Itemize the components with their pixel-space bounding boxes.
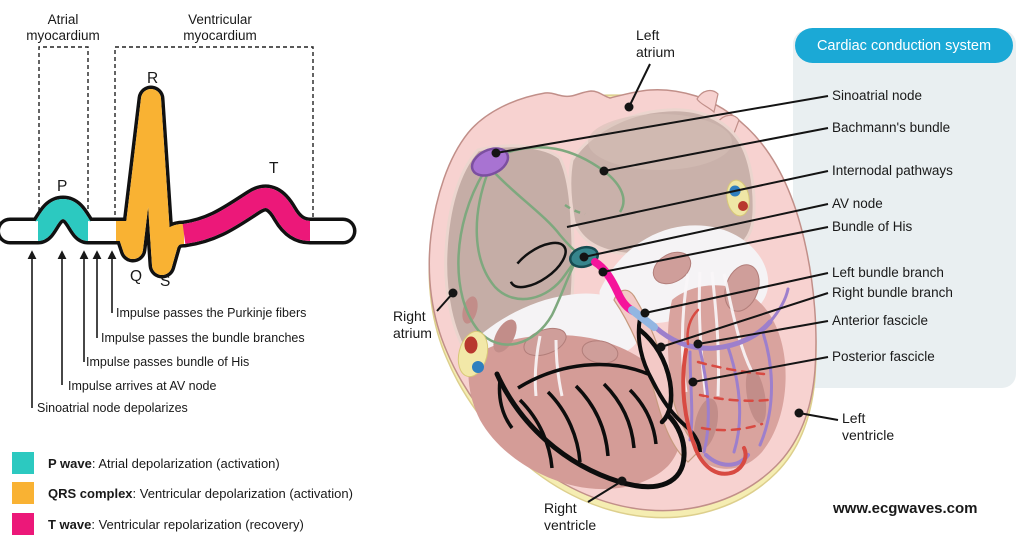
av-region-outline xyxy=(509,241,567,289)
event-sinoatrial-depolarizes: Sinoatrial node depolarizes xyxy=(37,401,188,415)
av-node-shape xyxy=(569,245,599,269)
label-right-atrium: Right atrium xyxy=(393,308,432,342)
ventricular-myocardium-label: Ventricular myocardium xyxy=(183,12,257,44)
qrs-segment xyxy=(116,89,185,275)
vessel-cross-sections xyxy=(457,179,750,378)
right-bundle-and-trabeculae xyxy=(494,317,702,490)
p-wave-swatch xyxy=(12,452,34,474)
label-left-bundle-branch: Left bundle branch xyxy=(832,265,944,280)
bundle-of-his-shape xyxy=(591,258,637,315)
website-link[interactable]: www.ecgwaves.com xyxy=(833,500,978,517)
event-impulse-bundle-branches: Impulse passes the bundle branches xyxy=(101,331,305,345)
q-wave-label: Q xyxy=(130,268,143,285)
sa-node-shape xyxy=(470,147,510,177)
legend-row-p-wave: P wave: Atrial depolarization (activatio… xyxy=(12,452,280,474)
label-bachmanns-bundle: Bachmann's bundle xyxy=(832,120,951,135)
label-sinoatrial-node: Sinoatrial node xyxy=(832,88,923,103)
label-panel-background xyxy=(793,30,1016,388)
label-left-ventricle: Left ventricle xyxy=(842,410,895,444)
p-wave-label: P xyxy=(57,178,68,195)
epicardial-fat xyxy=(428,94,817,519)
s-wave-label: S xyxy=(160,273,171,290)
t-wave-swatch xyxy=(12,513,34,535)
valve-region xyxy=(462,293,642,371)
qrs-swatch xyxy=(12,482,34,504)
atrial-myocardium-label: Atrial myocardium xyxy=(26,12,100,44)
label-bundle-of-his: Bundle of His xyxy=(832,219,913,234)
label-right-ventricle: Right ventricle xyxy=(544,500,597,534)
right-ventricle-cavity xyxy=(468,334,683,490)
label-anterior-fascicle: Anterior fascicle xyxy=(832,313,929,328)
cardiac-conduction-system-button[interactable]: Cardiac conduction system xyxy=(795,28,1013,63)
interventricular-septum xyxy=(613,289,701,463)
purkinje-fibers xyxy=(681,308,770,476)
left-atrium-cavity xyxy=(568,108,756,259)
legend-row-t-wave: T wave: Ventricular repolarization (reco… xyxy=(12,513,304,535)
right-atrium-cavity xyxy=(444,144,575,386)
internodal-pathways-lines xyxy=(457,146,625,346)
leader-lines xyxy=(436,63,839,503)
t-wave-segment xyxy=(182,188,311,244)
t-wave-label: T xyxy=(269,160,279,177)
label-right-bundle-branch: Right bundle branch xyxy=(832,285,953,300)
event-impulse-bundle-his: Impulse passes bundle of His xyxy=(86,355,250,369)
ecg-diagram xyxy=(0,46,357,408)
event-impulse-av-node: Impulse arrives at AV node xyxy=(68,379,217,393)
left-bundle-fascicles xyxy=(652,287,790,467)
bundle-branch-blue-shape xyxy=(628,306,658,331)
label-av-node: AV node xyxy=(832,196,883,211)
label-left-atrium: Left atrium xyxy=(636,27,675,61)
papillary-muscles xyxy=(462,296,767,450)
event-impulse-purkinje: Impulse passes the Purkinje fibers xyxy=(116,306,307,320)
chordae xyxy=(533,271,754,399)
r-wave-label: R xyxy=(147,70,159,87)
heart-wall xyxy=(428,89,817,512)
p-wave-segment xyxy=(33,199,93,241)
heart-illustration xyxy=(428,89,817,519)
left-ventricle-cavity xyxy=(667,285,786,469)
label-posterior-fascicle: Posterior fascicle xyxy=(832,349,935,364)
label-internodal-pathways: Internodal pathways xyxy=(832,163,953,178)
legend-row-qrs: QRS complex: Ventricular depolarization … xyxy=(12,482,353,504)
